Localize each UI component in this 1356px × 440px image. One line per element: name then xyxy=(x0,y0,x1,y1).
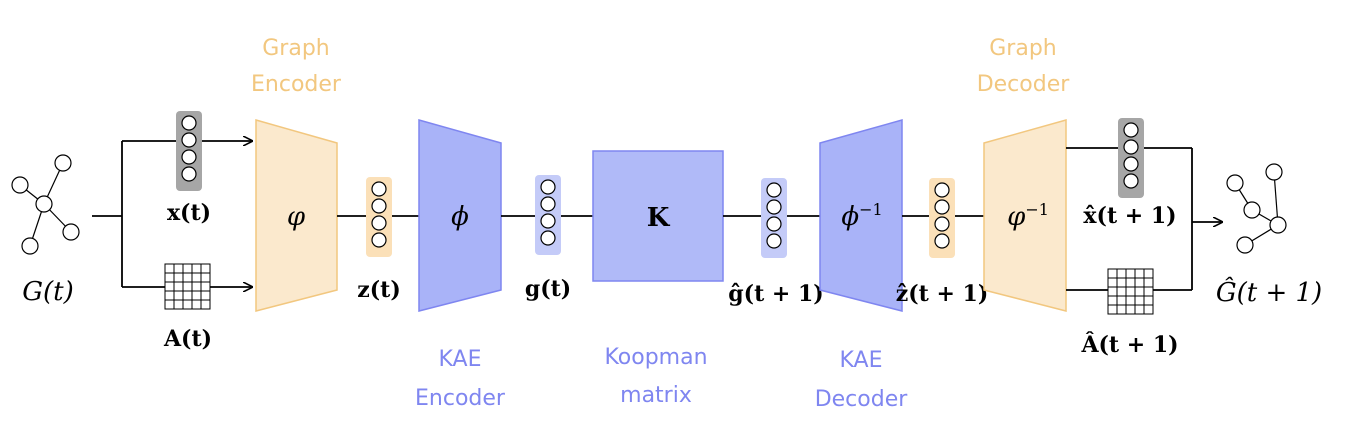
adjacency-matrix-icon xyxy=(164,263,211,310)
koopman-symbol: K xyxy=(647,203,671,233)
observable-g-vector-icon xyxy=(535,175,561,255)
kae-decoder-symbol-sup: −1 xyxy=(859,200,883,219)
graph-decoder-symbol: φ−1 xyxy=(1007,200,1049,232)
graph-decoder-symbol-sup: −1 xyxy=(1025,200,1049,219)
graph-encoder-symbol: φ xyxy=(287,202,306,232)
kae-decoder-symbol-base: ϕ xyxy=(841,202,859,232)
label-x-t: x(t) xyxy=(167,200,211,226)
graph-encoder-block xyxy=(255,119,338,312)
caption-graph-encoder-line2: Encoder xyxy=(251,72,342,97)
kae-decoder-block xyxy=(819,119,903,312)
label-g-hat: ĝ(t + 1) xyxy=(728,281,823,307)
predicted-x-vector-icon xyxy=(1118,118,1144,198)
caption-kae-decoder-line1: KAE xyxy=(840,348,883,373)
label-A-hat: Â(t + 1) xyxy=(1080,331,1178,358)
caption-koopman-line2: matrix xyxy=(620,383,692,408)
predicted-adjacency-matrix-icon xyxy=(1107,268,1154,315)
graph-decoder-symbol-base: φ xyxy=(1007,202,1026,232)
predicted-g-vector-icon xyxy=(761,178,787,258)
caption-kae-encoder-line1: KAE xyxy=(439,347,482,372)
koopman-matrix-block xyxy=(592,150,724,282)
kae-decoder-symbol: ϕ−1 xyxy=(841,200,882,232)
node-feature-vector-icon xyxy=(176,111,202,191)
caption-graph-decoder-line1: Graph xyxy=(989,36,1056,61)
caption-graph-encoder-line1: Graph xyxy=(262,36,329,61)
label-A-t: A(t) xyxy=(163,326,212,352)
caption-kae-decoder-line2: Decoder xyxy=(815,387,909,412)
label-G-hat: Ĝ(t + 1) xyxy=(1216,276,1322,308)
latent-z-vector-icon xyxy=(366,177,392,257)
predicted-z-vector-icon xyxy=(929,178,955,258)
label-G-t: G(t) xyxy=(22,277,74,307)
graph-decoder-block xyxy=(983,119,1067,312)
caption-graph-decoder-line2: Decoder xyxy=(977,72,1071,97)
label-x-hat: x̂(t + 1) xyxy=(1083,203,1176,229)
kae-encoder-symbol: ϕ xyxy=(451,202,469,232)
kae-encoder-block xyxy=(418,119,502,312)
input-graph-icon xyxy=(11,154,80,255)
output-graph-icon xyxy=(1226,163,1287,254)
caption-kae-encoder-line2: Encoder xyxy=(415,386,506,411)
label-z-hat: ẑ(t + 1) xyxy=(896,281,989,307)
caption-koopman-line1: Koopman xyxy=(604,345,707,370)
label-z-t: z(t) xyxy=(357,277,400,303)
label-g-t: g(t) xyxy=(525,276,571,302)
